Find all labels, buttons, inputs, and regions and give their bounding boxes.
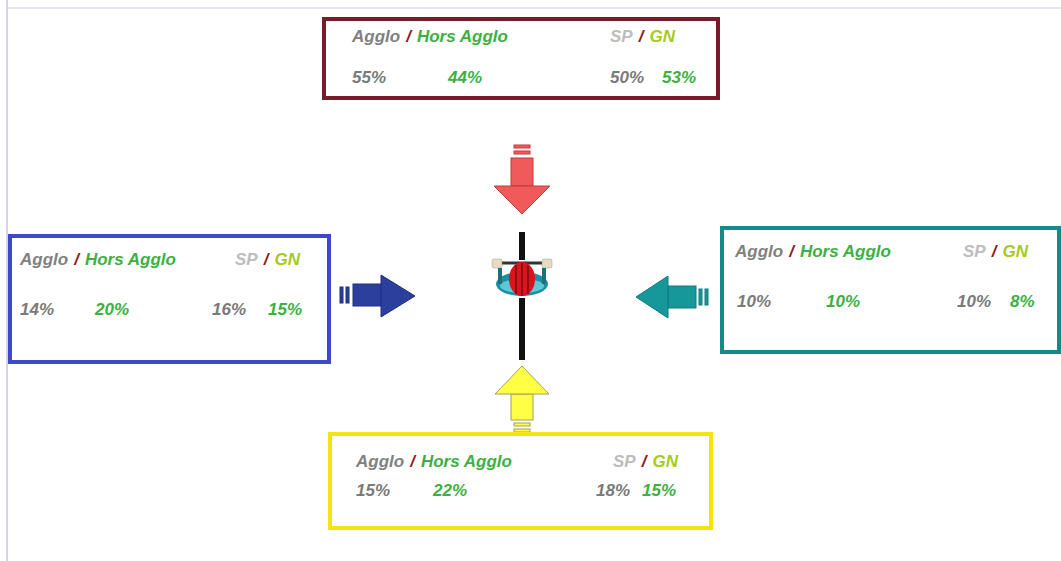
percent-value: 10% (957, 292, 991, 312)
percent-value: 20% (95, 300, 129, 320)
teal-arrow (636, 276, 708, 318)
percent-value: 15% (268, 300, 302, 320)
separator: / (789, 242, 794, 262)
area-label: Agglo (356, 452, 404, 472)
separator: / (642, 452, 647, 472)
area-label: Hors Agglo (417, 27, 508, 47)
percent-value: 53% (662, 68, 696, 88)
header-group: SP /GN (610, 27, 675, 47)
separator: / (406, 27, 411, 47)
header-group: SP /GN (613, 452, 678, 472)
header-group: SP /GN (963, 242, 1028, 262)
blue-arrow (340, 275, 415, 317)
area-label: Agglo (735, 242, 783, 262)
road-label: GN (649, 27, 675, 47)
header-group: Agglo / Hors Agglo (352, 27, 508, 47)
share-box: Agglo/Hors AggloSP/GN15%22%18%15% (328, 432, 713, 530)
area-label: Hors Agglo (85, 250, 176, 270)
area-label: Hors Agglo (800, 242, 891, 262)
header-group: Agglo / Hors Agglo (356, 452, 512, 472)
percent-value: 50% (610, 68, 644, 88)
road-label: GN (1002, 242, 1028, 262)
red-arrow (494, 145, 550, 214)
yellow-arrow (495, 366, 549, 432)
percent-value: 15% (642, 481, 676, 501)
percent-value: 18% (596, 481, 630, 501)
road-label: SP (610, 27, 633, 47)
value-row: 15% 22% 18% 15% (332, 436, 709, 526)
area-label: Agglo (352, 27, 400, 47)
percent-value: 14% (20, 300, 54, 320)
separator: / (992, 242, 997, 262)
area-label: Agglo (20, 250, 68, 270)
share-box: Agglo/Hors AggloSP/GN14%20%16%15% (8, 234, 331, 364)
share-box: Agglo/Hors AggloSP/GN10%10%10%8% (720, 226, 1061, 354)
percent-value: 15% (356, 481, 390, 501)
separator: / (639, 27, 644, 47)
frame-line (7, 8, 1061, 9)
separator: / (74, 250, 79, 270)
road-label: GN (652, 452, 678, 472)
percent-value: 10% (826, 292, 860, 312)
percent-value: 44% (448, 68, 482, 88)
share-box: Agglo/Hors AggloSP/GN55%44%50%53% (322, 17, 720, 100)
percent-value: 22% (433, 481, 467, 501)
separator: / (264, 250, 269, 270)
area-label: Hors Agglo (421, 452, 512, 472)
road-label: SP (963, 242, 986, 262)
cyclist-icon (492, 232, 552, 360)
percent-value: 55% (352, 68, 386, 88)
road-label: SP (613, 452, 636, 472)
road-label: GN (274, 250, 300, 270)
header-group: Agglo / Hors Agglo (20, 250, 176, 270)
percent-value: 16% (212, 300, 246, 320)
percent-value: 10% (737, 292, 771, 312)
percent-value: 8% (1010, 292, 1035, 312)
header-group: Agglo / Hors Agglo (735, 242, 891, 262)
separator: / (410, 452, 415, 472)
header-group: SP /GN (235, 250, 300, 270)
road-label: SP (235, 250, 258, 270)
